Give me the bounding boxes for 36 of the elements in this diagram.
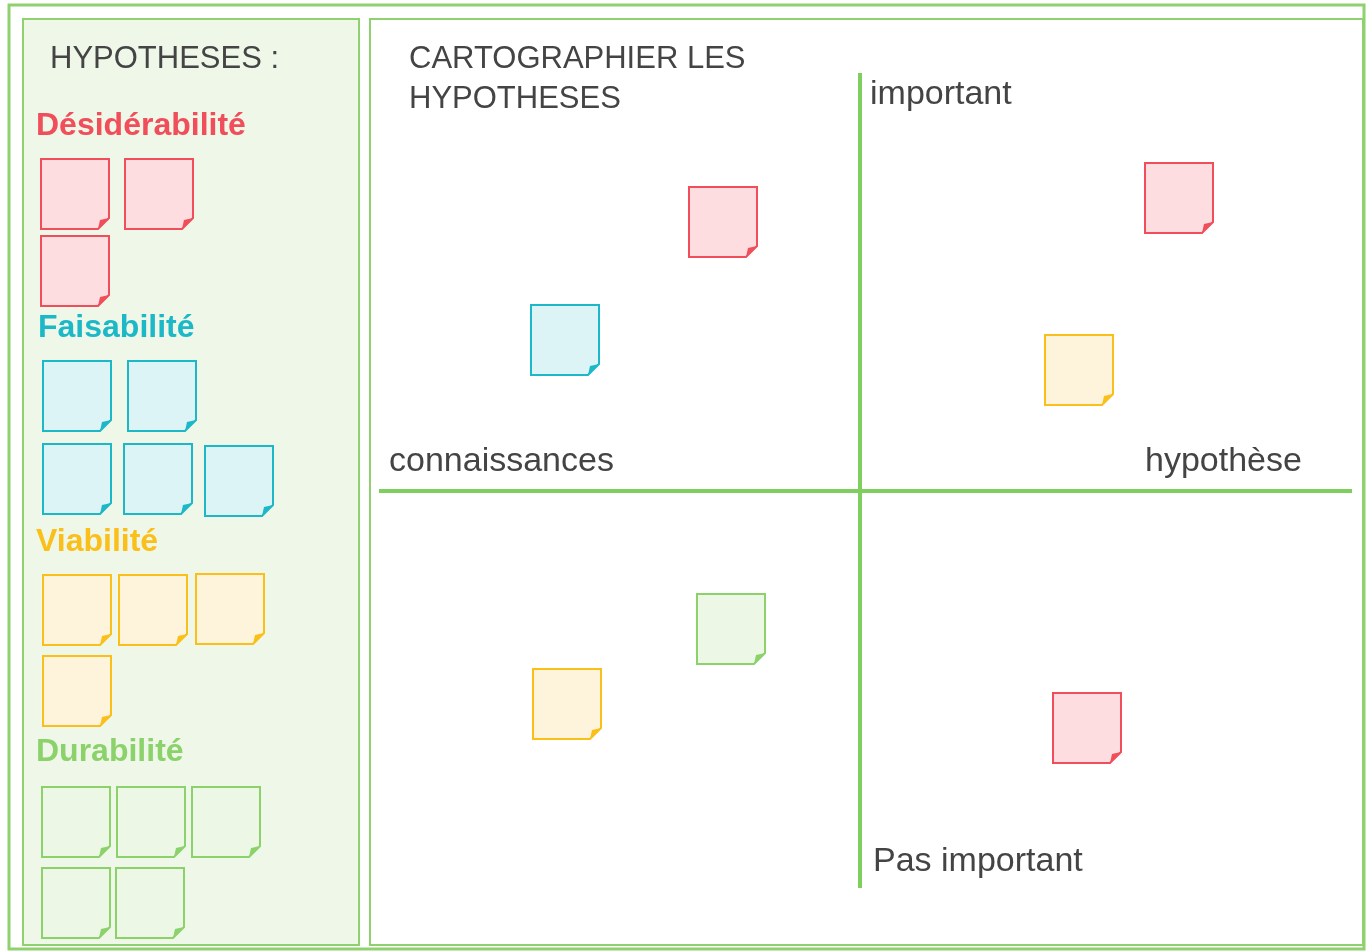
panel [369,18,1364,946]
sticky-note [127,360,197,432]
panel [22,18,360,946]
sticky-note [204,445,274,517]
sticky-note [1052,692,1122,764]
sticky-note [1144,162,1214,234]
axis-label: important [870,73,1012,112]
category-heading: Faisabilité [38,308,195,345]
sticky-note [118,574,188,646]
axis-label: hypothèse [1145,440,1302,479]
sticky-note [532,668,602,740]
sticky-note [1044,334,1114,406]
sticky-note [41,786,111,858]
category-heading: Durabilité [36,732,184,769]
sticky-note [124,158,194,230]
sticky-note [42,655,112,727]
sticky-note [42,574,112,646]
sticky-note [123,443,193,515]
sticky-note [191,786,261,858]
category-heading: Désidérabilité [36,106,246,143]
sticky-note [116,786,186,858]
sticky-note [195,573,265,645]
category-heading: Viabilité [36,522,159,559]
panel-title: CARTOGRAPHIER LES HYPOTHESES [409,39,747,118]
axis-label: Pas important [873,840,1083,879]
sticky-note [115,867,185,939]
sticky-note [688,186,758,258]
axis-label: connaissances [389,440,614,479]
panel-title: HYPOTHESES : [50,39,281,77]
sticky-note [40,235,110,307]
sticky-note [696,593,766,665]
sticky-note [41,867,111,939]
sticky-note [40,158,110,230]
sticky-note [530,304,600,376]
sticky-note [42,360,112,432]
sticky-note [42,443,112,515]
